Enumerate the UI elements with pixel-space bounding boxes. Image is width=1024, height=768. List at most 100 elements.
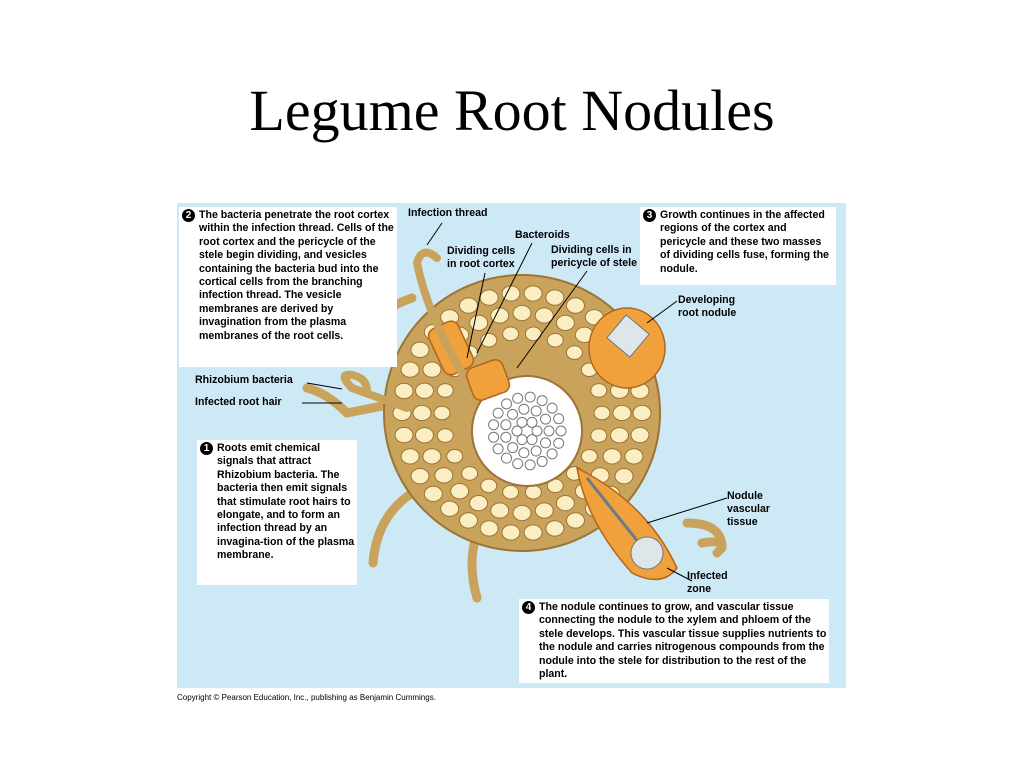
stele-cell (492, 443, 504, 455)
cortex-cell (394, 382, 414, 400)
stele-cell (500, 419, 512, 431)
stele-cell (501, 452, 513, 464)
cortex-cell (480, 478, 498, 494)
cortex-cell (555, 314, 575, 332)
cortex-cell (434, 467, 454, 484)
cortex-cell (614, 468, 634, 485)
cortex-cell (436, 428, 454, 443)
stele-cell (516, 416, 528, 428)
stele-cell (512, 458, 524, 470)
step-3-box: 3 Growth continues in the affected regio… (640, 207, 836, 285)
cortex-cell (394, 426, 414, 444)
stele-cell (540, 437, 552, 449)
stele-cell (518, 447, 530, 459)
cortex-cell (502, 484, 520, 500)
label-rhizobium: Rhizobium bacteria (195, 374, 293, 386)
step-number: 4 (522, 601, 535, 614)
nodule (575, 466, 678, 581)
cortex-cell (590, 383, 608, 398)
stele-cell (536, 395, 548, 407)
cortex-cell (469, 314, 489, 332)
stele-cells (488, 391, 567, 471)
stele-cell (531, 425, 543, 437)
cortex-cell (415, 382, 435, 399)
stele-cell (512, 392, 524, 404)
cortex-cell (602, 448, 622, 465)
label-dividing-cortex: Dividing cells in root cortex (447, 245, 516, 270)
cortex-cell (546, 332, 564, 348)
cortex-cell (422, 448, 442, 465)
step-text: The nodule continues to grow, and vascul… (539, 601, 827, 681)
cortex-cell (524, 484, 542, 500)
cortex-cell (459, 297, 479, 314)
rhizobium-root-hair (340, 370, 411, 412)
cortex-cell (624, 448, 644, 465)
cortex-cell (433, 405, 451, 421)
diagram-panel: 2 The bacteria penetrate the root cortex… (177, 203, 846, 688)
stele-cell (526, 434, 538, 446)
stele-cell (553, 437, 565, 449)
stele-cell (546, 402, 558, 414)
cortex-cell (534, 502, 554, 519)
cortex-cell (565, 345, 583, 360)
developing-root-nodule (588, 307, 666, 389)
cortex-cell (400, 361, 420, 378)
stele-cell (501, 398, 513, 410)
slide-title: Legume Root Nodules (249, 78, 775, 143)
cortex-cell (512, 304, 532, 322)
stele-cell (516, 434, 528, 446)
cortex-cell (415, 427, 435, 444)
cortex-cell (469, 494, 489, 512)
stele-cell (553, 413, 565, 425)
stele-cell (526, 416, 538, 428)
stele-cell (530, 405, 542, 417)
cortex-cell (400, 448, 420, 465)
cortex-cell (523, 285, 543, 302)
cortex-cell (461, 466, 479, 481)
cortex-cell (501, 524, 521, 541)
stele-cell (507, 408, 519, 420)
label-infected-root-hair: Infected root hair (195, 396, 282, 408)
cortex-cell (512, 504, 532, 522)
infection-thread (412, 248, 466, 377)
label-infected-zone: Infected zone (687, 570, 728, 595)
label-infection-thread: Infection thread (408, 207, 488, 219)
cortex-cell (501, 285, 521, 302)
stele-cell (507, 442, 519, 454)
step-number: 1 (200, 442, 213, 455)
step-1-box: 1 Roots emit chemical signals that attra… (197, 440, 357, 585)
stele-cell (524, 391, 536, 403)
step-number: 3 (643, 209, 656, 222)
cortex-cell (479, 289, 499, 306)
cortex-cell (534, 307, 554, 324)
cortex-cell (565, 512, 585, 529)
cortex-cell (436, 383, 454, 398)
label-developing-nodule: Developing root nodule (678, 294, 737, 319)
stele-cell (530, 445, 542, 457)
copyright: Copyright © Pearson Education, Inc., pub… (177, 693, 436, 702)
cortex-cell (479, 520, 499, 537)
stele-cell (543, 425, 555, 437)
cortex-cell (524, 326, 542, 342)
label-leaders (302, 222, 728, 582)
cortex-cell (459, 512, 479, 529)
cortex-cell (410, 341, 430, 358)
cortex-cell (523, 524, 543, 541)
cortex-cell (450, 483, 470, 500)
cortex-cell (609, 427, 629, 444)
cortex-cell (630, 426, 650, 444)
cortex-cell (565, 297, 585, 314)
step-2-box: 2 The bacteria penetrate the root cortex… (179, 207, 397, 367)
cortex-cell (412, 404, 432, 422)
stele-cell (536, 455, 548, 467)
stele-cell (511, 425, 523, 437)
cortex-cell (545, 289, 565, 306)
cortex-cell (422, 361, 442, 378)
cortex-cell (545, 520, 565, 537)
cortex-cell (410, 468, 430, 485)
step-text: Roots emit chemical signals that attract… (217, 442, 355, 562)
cortex-cell (612, 404, 632, 422)
cortex-cell (590, 428, 608, 443)
cortex-cell (580, 448, 598, 464)
stele-cell (546, 448, 558, 460)
